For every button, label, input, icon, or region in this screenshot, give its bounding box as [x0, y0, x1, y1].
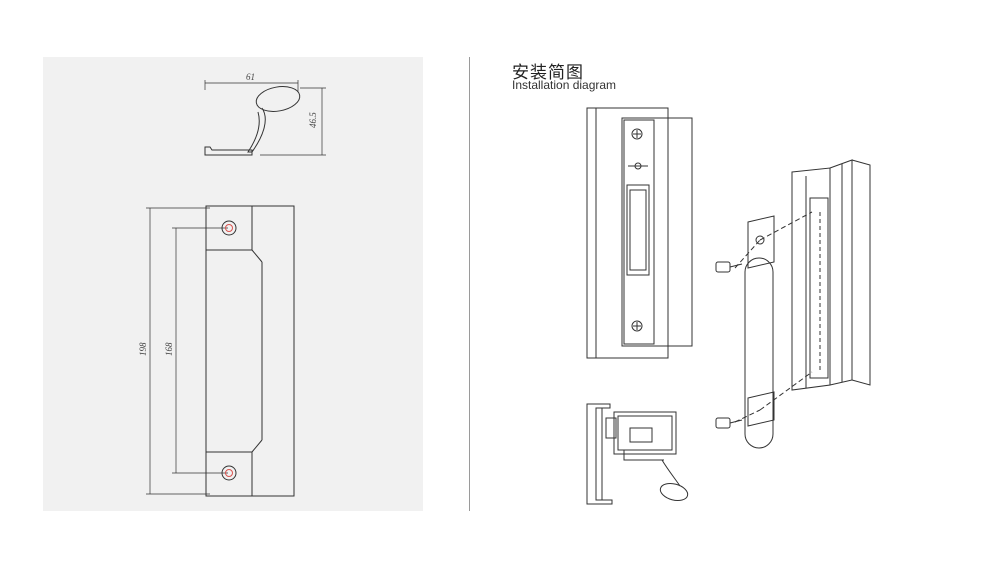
dim-total-length-label: 198 — [138, 342, 148, 356]
exploded-isometric-view — [715, 159, 871, 449]
dimension-drawing-panel — [43, 57, 423, 511]
panel-divider — [469, 57, 470, 511]
mounting-hole-top — [221, 220, 237, 236]
dim-width-label: 61 — [246, 72, 255, 82]
handle-front-view — [146, 205, 295, 497]
profile-section-view — [586, 403, 689, 505]
installation-title-zh: 安装简图 — [512, 63, 584, 83]
dim-hole-spacing-label: 168 — [164, 342, 174, 356]
mounted-handle-elevation — [586, 107, 693, 359]
installation-title-en: Installation diagram — [512, 78, 617, 92]
mounting-hole-bottom — [221, 465, 237, 481]
handle-profile-top-view — [204, 80, 326, 156]
dim-height-label: 46.5 — [308, 112, 318, 128]
